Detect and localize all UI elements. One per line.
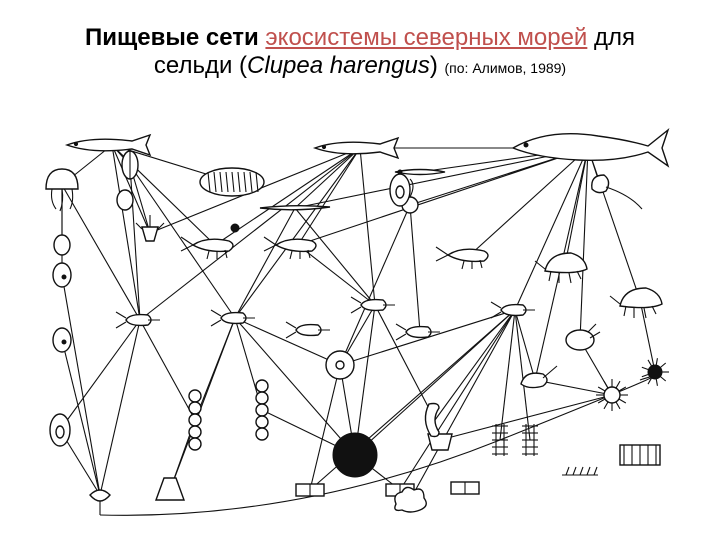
link-herring-to-shrimp-mid xyxy=(297,147,589,246)
shrimp-icon xyxy=(435,246,489,270)
arrow-worm-icon xyxy=(259,205,331,211)
small-fish-icon xyxy=(64,133,152,157)
branched-alga-icon xyxy=(562,466,598,476)
link-copepod-6-to-ladder-chain-1 xyxy=(499,309,516,441)
link-herring-to-ostracod xyxy=(579,147,589,341)
spiky-cell-icon xyxy=(230,223,240,233)
ladder-chain-icon xyxy=(492,424,508,456)
amphipod-icon xyxy=(609,287,663,319)
link-copepod-3-to-curved-worm xyxy=(374,304,436,421)
link-mysid-to-heliozoan xyxy=(534,379,613,396)
link-herring-to-arrow-worm xyxy=(294,147,589,209)
link-fish-mid-to-copepod-3 xyxy=(359,147,376,306)
diatom-chain-icon xyxy=(188,389,202,451)
copepod-icon xyxy=(350,296,395,314)
link-copepod-6-to-cylinder-2 xyxy=(399,309,516,491)
link-fish-mid-to-shrimp-mid xyxy=(297,147,361,246)
link-arc-bottom xyxy=(99,375,655,516)
flagellate-icon xyxy=(389,173,411,207)
small-fish-icon xyxy=(312,136,400,160)
title-part1: Пищевые сети xyxy=(84,24,259,51)
ctenophore-icon xyxy=(121,150,139,180)
ladder-chain-icon xyxy=(522,424,538,456)
ostracod-icon xyxy=(565,323,601,351)
title-citation: (по: Алимов, 1989) xyxy=(444,60,567,77)
title-link[interactable]: экосистемы северных морей xyxy=(265,24,588,51)
diatom-chain-icon xyxy=(255,379,269,441)
colony-icon xyxy=(332,432,378,478)
foraminifera-icon xyxy=(641,358,669,386)
copepod-icon xyxy=(115,311,160,329)
link-fish-mid-to-copepod-1 xyxy=(139,147,361,321)
link-copepod-6-to-curved-worm xyxy=(434,309,516,421)
link-copepod-6-to-ladder-chain-2 xyxy=(514,309,531,441)
flagellate-icon xyxy=(49,413,71,447)
link-jellyfish-to-copepod-1 xyxy=(61,184,141,321)
link-fish-left-to-copepod-1 xyxy=(111,144,141,321)
link-copepod-1-to-rotifer xyxy=(99,319,141,496)
link-pteropod-to-radiolarian xyxy=(339,204,411,366)
cell-icon xyxy=(53,234,71,256)
link-heliozoan-to-dinoflagellate xyxy=(439,394,613,441)
radiolarian-icon xyxy=(325,350,355,380)
salp-icon xyxy=(199,167,265,197)
copepod-icon xyxy=(285,321,330,339)
link-ciliate-2-to-rotifer xyxy=(61,339,101,496)
slide-title: Пищевые сети экосистемы северных морей д… xyxy=(84,24,636,80)
jellyfish-icon xyxy=(45,168,79,212)
link-amphipod-right-to-foraminifera xyxy=(639,299,656,373)
copepod-icon xyxy=(395,323,440,341)
link-fish-mid-to-copepod-2 xyxy=(234,147,361,319)
link-pteropod-to-copepod-5 xyxy=(409,204,421,333)
cell-icon xyxy=(116,189,134,211)
link-fish-mid-to-arrow-worm xyxy=(294,147,361,209)
link-shrimp-mid-to-copepod-3 xyxy=(297,244,376,306)
gastropod-icon xyxy=(591,174,643,210)
copepod-icon xyxy=(210,309,255,327)
rotifer-icon xyxy=(89,489,111,515)
link-copepod-1-to-flagellate xyxy=(59,319,141,431)
food-web-organisms xyxy=(45,127,670,515)
link-arrow-worm-to-copepod-2 xyxy=(234,207,296,319)
link-arrow-worm-to-copepod-3 xyxy=(294,207,376,306)
worm-icon xyxy=(424,402,440,438)
link-copepod-2-to-tintinnid xyxy=(169,317,236,491)
title-latin: Clupea harengus xyxy=(247,52,430,80)
link-radiolarian-to-cylinder-1 xyxy=(309,364,341,491)
cylinder-diatom-icon xyxy=(450,481,480,495)
ciliate-icon xyxy=(52,262,72,288)
link-herring-to-shrimp-right xyxy=(469,147,589,256)
link-copepod-6-to-cloud-cell xyxy=(409,309,516,501)
cylinder-diatom-icon xyxy=(295,483,325,497)
shrimp-icon xyxy=(263,236,317,260)
link-copepod-6-to-dark-colony xyxy=(354,309,516,456)
title-line2: сельди xyxy=(153,52,233,80)
link-herring-to-amphipod-mid xyxy=(564,147,589,266)
link-ciliate-1-to-rotifer xyxy=(61,274,101,496)
large-fish-icon xyxy=(511,127,670,168)
link-copepod-2-to-dark-colony xyxy=(234,317,356,456)
link-ctenophore-to-copepod-2 xyxy=(129,164,236,319)
amphipod-icon xyxy=(534,252,588,284)
ciliate-icon xyxy=(52,327,72,353)
link-mysid-to-copepod-6 xyxy=(514,309,536,381)
link-ctenophore-to-copepod-1 xyxy=(129,164,141,321)
filament-icon xyxy=(619,444,661,466)
title-part2: для xyxy=(594,24,636,51)
tintinnid-icon xyxy=(155,477,185,501)
link-copepod-3-to-dark-colony xyxy=(354,304,376,456)
cloud-cell-icon xyxy=(394,486,427,513)
mysid-icon xyxy=(520,365,558,389)
link-copepod-1-to-diatom-chain-1 xyxy=(139,319,196,421)
shrimp-icon xyxy=(180,236,234,260)
copepod-icon xyxy=(490,301,535,319)
link-copepod-2-to-radiolarian xyxy=(234,317,341,366)
heliozoan-icon xyxy=(596,379,628,411)
dinoflagellate-icon xyxy=(427,433,453,451)
link-herring-to-copepod-6 xyxy=(514,147,589,311)
crab-larva-icon xyxy=(135,215,165,242)
